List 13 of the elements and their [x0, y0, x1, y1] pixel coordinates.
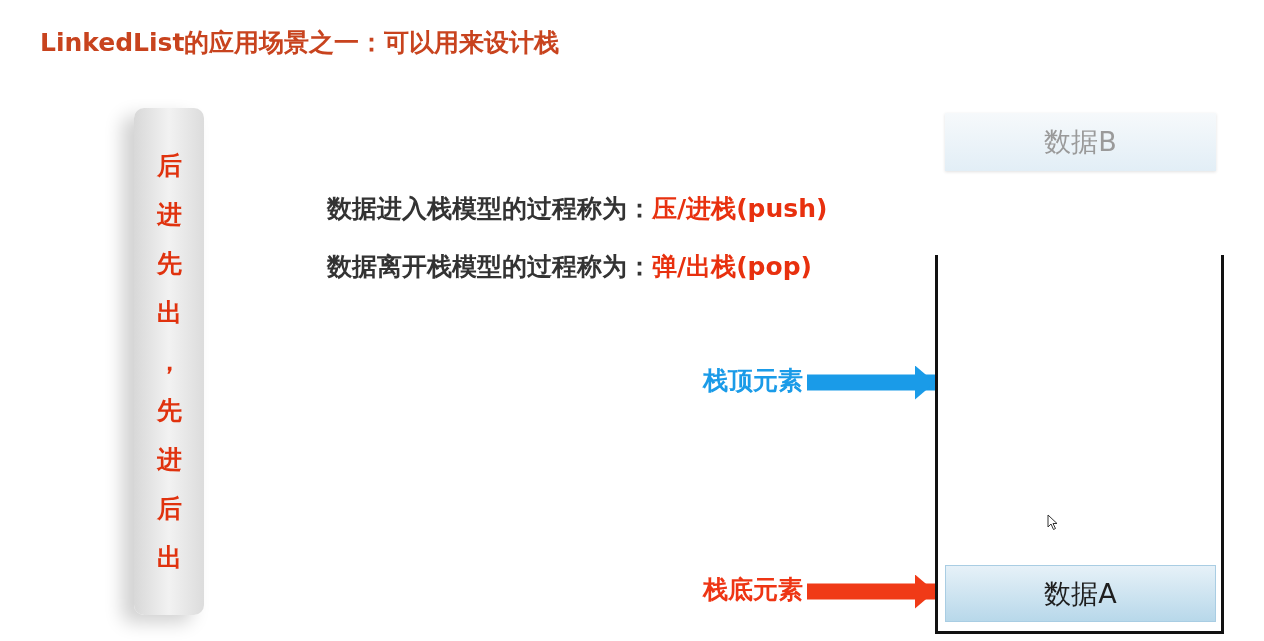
title-text: LinkedList的应用场景之一：可以用来设计栈 — [40, 27, 560, 59]
data-box: 数据B — [945, 113, 1216, 171]
statement-text: 数据离开栈模型的过程称为： — [327, 251, 652, 283]
data-box: 数据A — [945, 565, 1216, 622]
vertical-banner: 后进先出，先进后出 — [134, 108, 204, 615]
pointer-label: 栈底元素 — [703, 573, 803, 606]
arrow — [807, 574, 935, 609]
stack-container — [935, 255, 1224, 634]
highlight-text: 压/进栈(push) — [652, 193, 828, 225]
statement-text: 数据进入栈模型的过程称为： — [327, 193, 652, 225]
arrow — [807, 365, 935, 400]
highlight-text: 弹/出栈(pop) — [652, 251, 812, 283]
pointer-label: 栈顶元素 — [703, 364, 803, 397]
